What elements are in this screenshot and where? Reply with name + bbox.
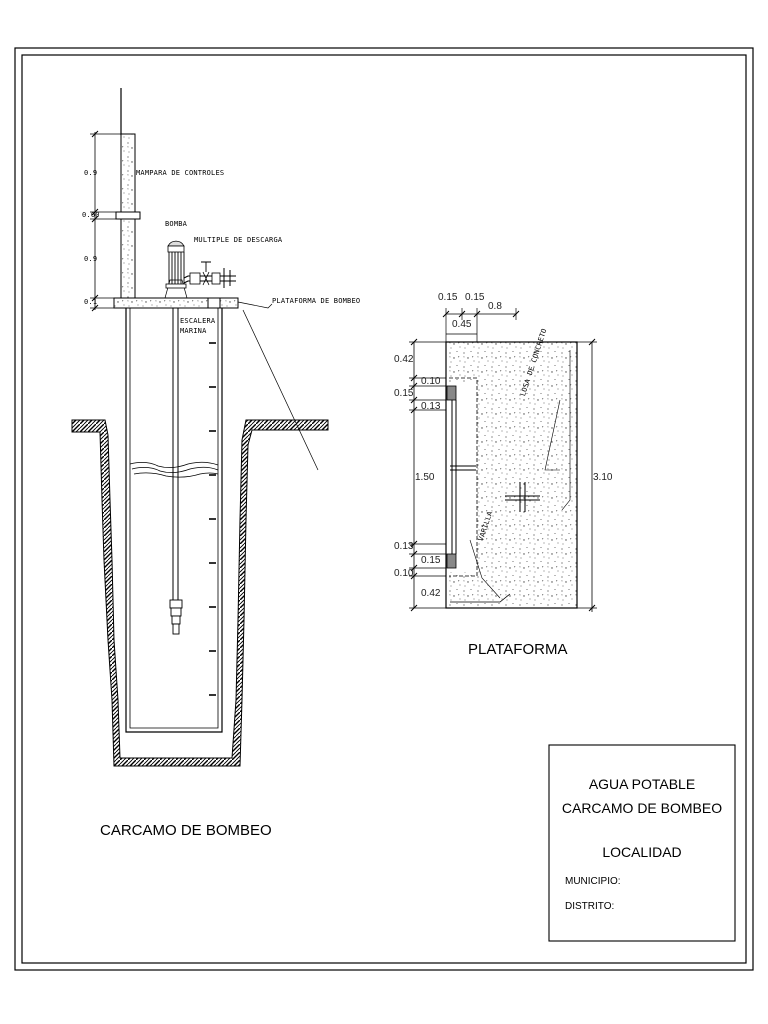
callout-marina: MARINA [180,327,207,335]
marine-ladder [209,342,216,696]
title-block [548,744,736,942]
plataforma-plan [409,308,597,612]
dim-left-4: 0.1 [84,298,98,306]
callout-multiple: MULTIPLE DE DESCARGA [194,236,283,244]
dim-plan-7: 0.15 [421,555,441,566]
dim-top-4: 0.45 [452,319,472,330]
outer-border [14,47,754,971]
inner-border [21,54,747,964]
tb-municipio: MUNICIPIO: [565,876,621,887]
tb-line2: CARCAMO DE BOMBEO [561,800,723,816]
dim-plan-5: 1.50 [415,472,435,483]
dim-plan-8: 0.10 [394,568,414,579]
callout-mampara: MAMPARA DE CONTROLES [136,169,225,177]
dim-top-2: 0.15 [465,292,485,303]
dim-plan-1: 0.42 [394,354,414,365]
tb-distrito: DISTRITO: [565,901,615,912]
dim-plan-3: 0.15 [394,388,414,399]
excavation-soil [71,419,329,767]
left-drawing-title: CARCAMO DE BOMBEO [100,822,272,839]
carcamo-section [71,88,329,767]
dim-top-1: 0.15 [438,292,458,303]
dim-plan-4: 0.13 [421,401,441,412]
callout-bomba: BOMBA [165,220,188,228]
dim-left-2: 0.60 [82,211,100,219]
right-drawing-title: PLATAFORMA [468,641,568,658]
pump-platform [113,297,239,309]
dim-plan-9: 0.42 [421,588,441,599]
dim-plan-right: 3.10 [593,472,613,483]
tb-line1: AGUA POTABLE [588,776,696,792]
dim-plan-2: 0.10 [421,376,441,387]
callout-escalera: ESCALERA [180,317,216,325]
callout-plataforma: PLATAFORMA DE BOMBEO [272,297,361,305]
dim-top-3: 0.8 [488,301,502,312]
dim-left-1: 0.9 [84,169,98,177]
dim-left-3: 0.9 [84,255,98,263]
dim-plan-6: 0.13 [394,541,414,552]
tb-line3: LOCALIDAD [602,844,682,860]
